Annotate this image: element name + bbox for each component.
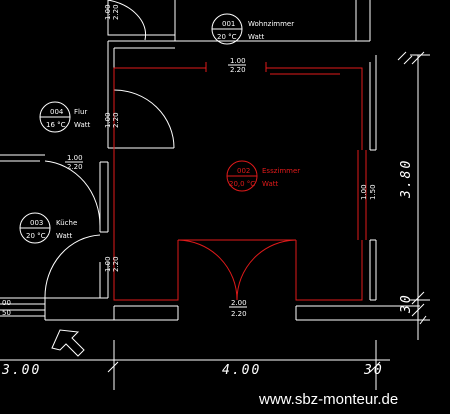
room-temp: 16 °C [46,121,66,129]
walls [0,0,430,390]
room-name: Wohnzimmer [248,20,294,28]
opening-window-width: 1.00 [360,184,368,200]
opening-top-width: 1.00 [230,57,246,65]
opening-vlow-width: 1.00 [104,256,112,272]
room-number: 003 [30,219,43,227]
highlighted-room-outline [113,62,367,301]
opening-mid-height: 2.20 [67,163,83,171]
opening-vmid-width: 1.00 [104,112,112,128]
dimension-middle: 4.00 [222,363,261,378]
opening-vmid-height: 2.20 [112,112,120,128]
room-stamp-esszimmer: 002 20,0 °C Esszimmer Watt [226,160,300,192]
room-number: 004 [50,108,64,116]
room-name: Flur [74,108,87,116]
opening-vleft-height: 2.20 [112,4,120,20]
room-temp: 20 °C [26,232,46,240]
room-number: 002 [237,167,250,175]
opening-top-height: 2.20 [230,66,246,74]
dimension-vertical: 3.80 [399,159,414,199]
room-temp: 20,0 °C [229,180,255,188]
room-number: 001 [222,20,235,28]
opening-left-height: 50 [2,309,11,317]
opening-left-width: 00 [2,299,11,307]
opening-vlow-height: 2.20 [112,256,120,272]
opening-bottom-width: 2.00 [231,299,247,307]
room-name: Esszimmer [262,167,300,175]
room-temp: 20 °C [217,33,237,41]
dimension-vertical-small: 30 [399,293,414,314]
dimension-right: 30 [363,363,384,378]
dimension-labels: 3.00 4.00 30 3.80 30 [1,159,414,378]
watermark: www.sbz-monteur.de [258,391,398,408]
room-unit: Watt [56,232,73,240]
room-unit: Watt [262,180,279,188]
opening-bottom-height: 2.20 [231,310,247,318]
dimension-left: 3.00 [1,363,41,378]
door-swings [44,0,427,373]
room-stamp-kueche: 003 20 °C Küche Watt [19,212,77,244]
room-name: Küche [56,219,77,227]
room-unit: Watt [248,33,265,41]
room-stamp-flur: 004 16 °C Flur Watt [39,101,91,133]
opening-vleft-width: 1.00 [104,4,112,20]
opening-labels: 1.00 2.20 1.00 2.20 2.00 2.20 1.00 2.20 … [2,4,377,318]
opening-window-height: 1.50 [369,184,377,200]
entrance-arrow-icon [51,329,85,357]
room-stamp-wohnzimmer: 001 20 °C Wohnzimmer Watt [211,13,294,45]
opening-mid-width: 1.00 [67,154,83,162]
room-unit: Watt [74,121,91,129]
